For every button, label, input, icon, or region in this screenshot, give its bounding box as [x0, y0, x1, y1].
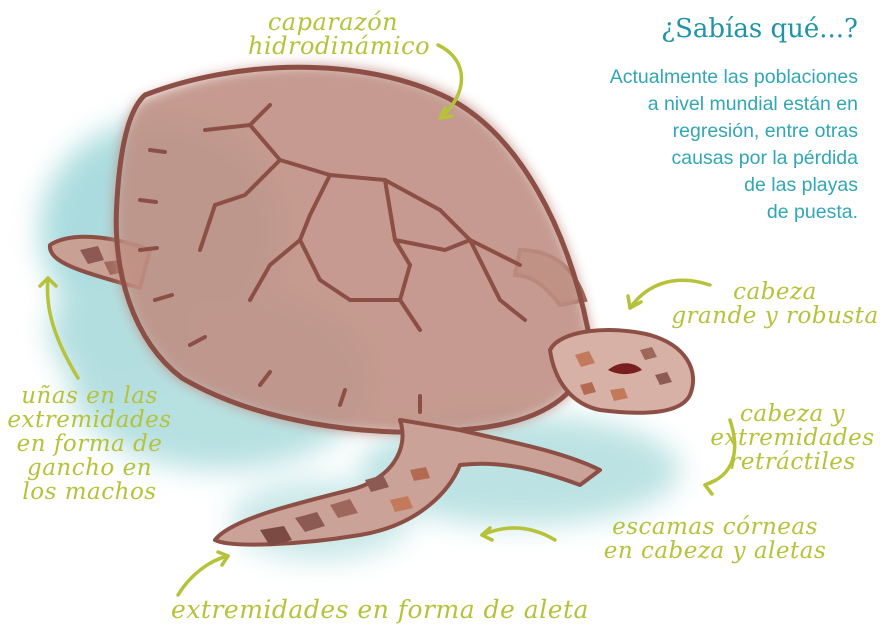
info-title: ¿Sabías qué...?: [661, 14, 858, 44]
label-retractile-line: retráctiles: [700, 450, 885, 474]
info-line: a nivel mundial están en: [518, 91, 858, 118]
label-head-line: grande y robusta: [665, 304, 885, 328]
label-retractile-line: cabeza y: [700, 402, 885, 426]
info-line: Actualmente las poblaciones: [518, 64, 858, 91]
info-line: de puesta.: [518, 199, 858, 226]
label-scales: escamas córneas en cabeza y aletas: [570, 515, 860, 563]
label-flippers-line: extremidades en forma de aleta: [150, 598, 610, 622]
label-claws-line: uñas en las: [2, 384, 177, 408]
label-retractile-line: extremidades: [700, 426, 885, 450]
label-claws-line: extremidades: [2, 408, 177, 432]
label-claws-line: gancho en: [2, 456, 177, 480]
info-line: causas por la pérdida: [518, 145, 858, 172]
label-claws-line: los machos: [2, 480, 177, 504]
label-scales-line: en cabeza y aletas: [570, 539, 860, 563]
info-line: regresión, entre otras: [518, 118, 858, 145]
label-carapace-line: caparazón: [248, 10, 418, 34]
label-claws: uñas en las extremidades en forma de gan…: [2, 384, 177, 504]
label-carapace-line: hidrodinámico: [248, 34, 418, 58]
label-scales-line: escamas córneas: [570, 515, 860, 539]
label-flippers: extremidades en forma de aleta: [150, 598, 610, 622]
label-head: cabeza grande y robusta: [665, 280, 885, 328]
info-line: de las playas: [518, 172, 858, 199]
info-text: Actualmente las poblaciones a nivel mund…: [518, 64, 858, 226]
label-retractile: cabeza y extremidades retráctiles: [700, 402, 885, 474]
arrow-flippers: [178, 556, 228, 595]
arrow-scales: [482, 528, 555, 540]
label-head-line: cabeza: [665, 280, 885, 304]
label-claws-line: en forma de: [2, 432, 177, 456]
label-carapace: caparazón hidrodinámico: [248, 10, 418, 58]
